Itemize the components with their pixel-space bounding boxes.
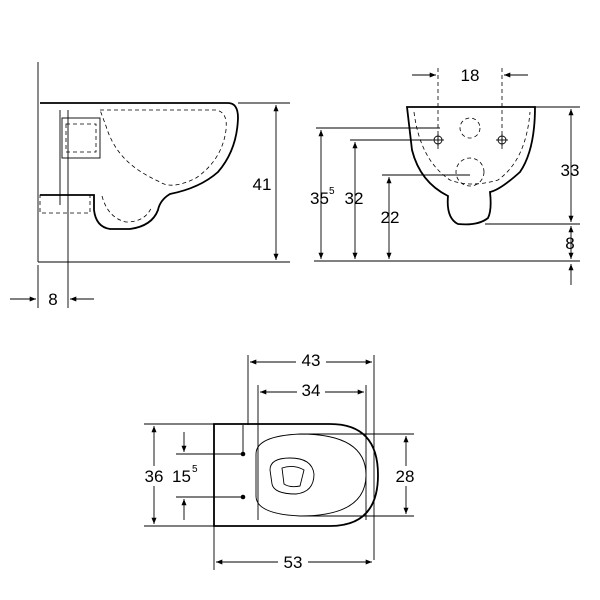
dim-label-34: 34: [302, 381, 321, 400]
dim-label-355: 35: [310, 189, 329, 208]
dim-155-sup: 5: [192, 464, 198, 475]
label-bg-53: [278, 550, 308, 570]
dim-label-32: 32: [345, 189, 364, 208]
dim-label-41: 41: [253, 175, 272, 194]
dim-label-53: 53: [284, 553, 303, 572]
front-view: 18 35 5 32 22 33 8: [310, 66, 580, 285]
label-bg-34: [297, 380, 325, 400]
dim-355-sup: 5: [329, 186, 335, 197]
bowl-side-outline: [40, 102, 239, 230]
dim-label-22: 22: [381, 208, 400, 227]
dim-label-18: 18: [461, 66, 480, 85]
inlet-circle-hidden: [459, 117, 481, 139]
top-hole-lower: [240, 494, 246, 500]
dim-355-base: 35: [310, 189, 329, 208]
bracket-inner: [65, 123, 97, 153]
label-bg-28: [392, 466, 420, 486]
outlet-hidden: [101, 195, 153, 223]
side-view: 41 8: [10, 62, 290, 309]
bowl-front-outline: [405, 106, 536, 226]
dim-label-155: 15: [172, 467, 191, 486]
dim-label-wall-8: 8: [48, 290, 57, 309]
dim-label-33: 33: [561, 161, 580, 180]
mounting-bracket: [61, 117, 101, 159]
bowl-inner-hidden: [99, 109, 227, 186]
label-bg-36: [140, 466, 168, 486]
bowl-top-outline: [213, 423, 379, 527]
front-inner-hidden: [413, 111, 531, 185]
dim-label-28: 28: [396, 467, 415, 486]
dim-label-floor-8: 8: [565, 234, 574, 253]
top-view: 43 34 36 15 5 28 53: [140, 349, 420, 572]
outlet-circle-hidden: [455, 157, 485, 187]
dim-label-36: 36: [145, 467, 164, 486]
dim-label-43: 43: [302, 351, 321, 370]
outlet-opening: [281, 465, 305, 488]
inlet-hidden: [39, 194, 91, 214]
flush-opening: [269, 457, 315, 495]
label-bg-43: [296, 349, 326, 369]
bowl-top-inner: [255, 433, 367, 517]
